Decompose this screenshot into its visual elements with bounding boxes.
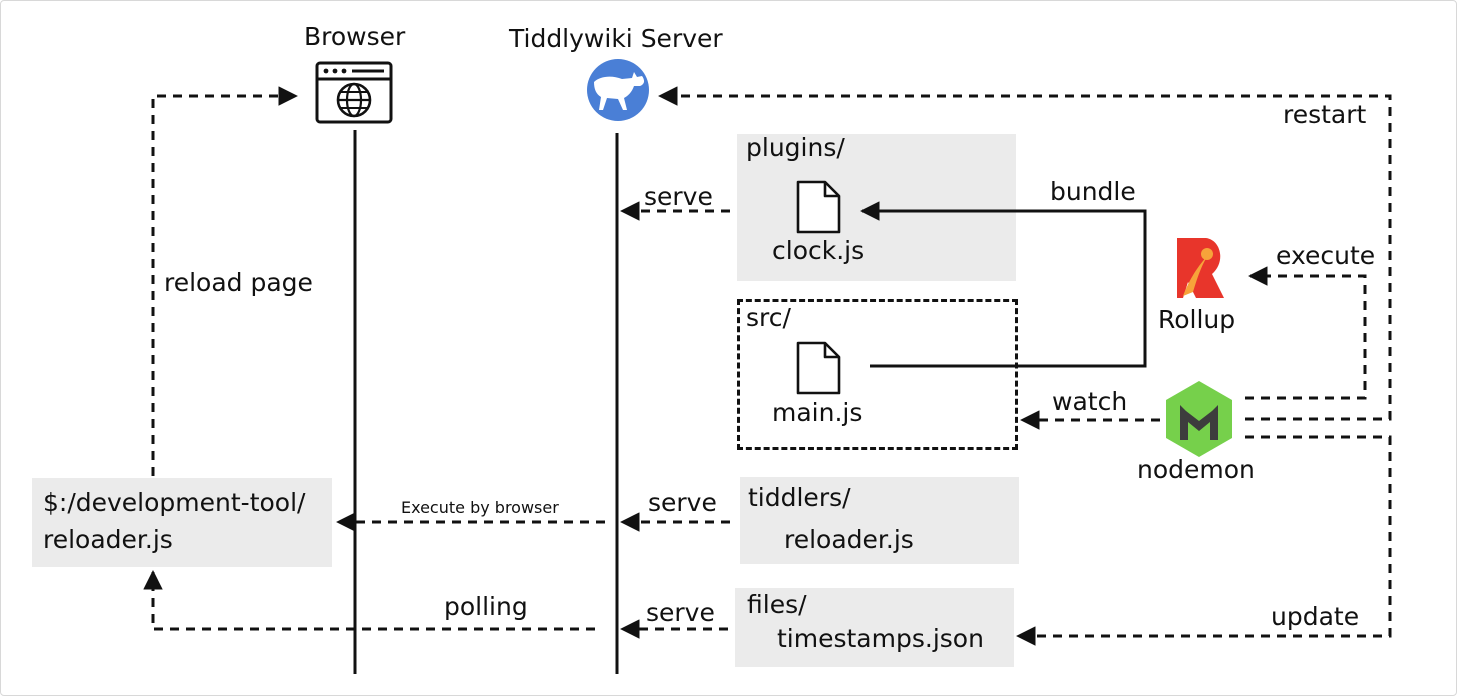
- restart-arrow: [658, 86, 1392, 421]
- polling-arrow: [143, 570, 595, 631]
- bundle-label: bundle: [1050, 177, 1136, 206]
- server-title: Tiddlywiki Server: [509, 24, 723, 53]
- serve-plugins-label: serve: [644, 182, 713, 211]
- serve-files-label: serve: [646, 598, 715, 627]
- plugins-folder-label: plugins/: [746, 133, 845, 162]
- browser-title: Browser: [304, 22, 406, 51]
- file-icon-main: [796, 341, 841, 395]
- tiddlers-folder-label: tiddlers/: [748, 483, 851, 512]
- nodemon-logo-icon: [1166, 381, 1232, 457]
- reload-page-label: reload page: [164, 268, 313, 297]
- files-folder-label: files/: [747, 590, 807, 619]
- watch-label: watch: [1052, 387, 1128, 416]
- update-label: update: [1271, 602, 1360, 631]
- update-arrow: [1016, 435, 1392, 646]
- clock-file-label: clock.js: [772, 236, 865, 265]
- rollup-logo-icon: [1177, 238, 1224, 298]
- src-folder-box: [737, 299, 1018, 450]
- reloader-tiddler-box: [32, 478, 332, 567]
- file-icon-clock: [796, 180, 841, 234]
- reloader-box-line2: reloader.js: [43, 525, 173, 554]
- polling-label: polling: [444, 592, 528, 621]
- execute-label: execute: [1276, 241, 1376, 270]
- execute-by-browser-label: Execute by browser: [401, 498, 559, 517]
- timestamps-file-label: timestamps.json: [777, 624, 984, 653]
- tiddlywiki-logo-icon: [587, 59, 649, 121]
- restart-label: restart: [1283, 100, 1367, 129]
- tiddlers-folder-box: [740, 477, 1019, 564]
- src-folder-label: src/: [746, 303, 791, 332]
- tiddlers-file-label: reloader.js: [784, 525, 914, 554]
- rollup-label: Rollup: [1158, 305, 1236, 334]
- reloader-box-line1: $:/development-tool/: [43, 488, 306, 517]
- browser-window-icon: [315, 61, 393, 124]
- nodemon-label: nodemon: [1137, 455, 1255, 484]
- bundle-arrow: [860, 201, 1147, 368]
- serve-tiddlers-label: serve: [648, 488, 717, 517]
- execute-arrow: [1245, 266, 1367, 400]
- files-folder-box: [735, 588, 1014, 667]
- main-file-label: main.js: [772, 398, 863, 427]
